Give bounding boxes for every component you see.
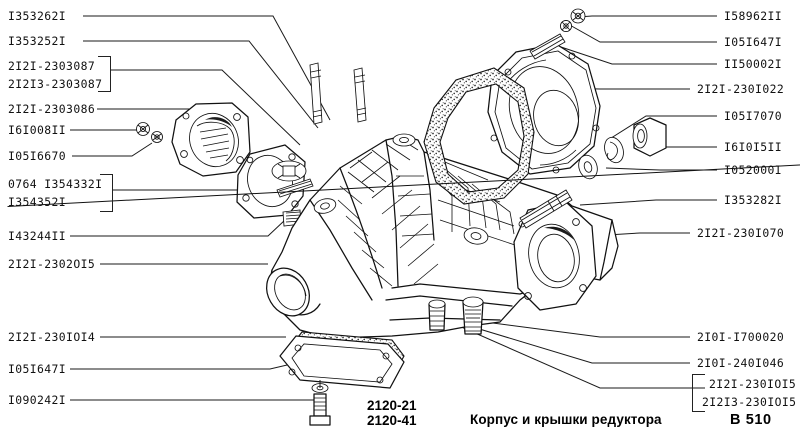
part-label-I353282I: I353282I [724, 193, 783, 207]
stud-bolt-vertical-1 [309, 62, 323, 125]
part-label-I353252I: I353252I [8, 34, 67, 48]
part-label-2I2I-230IOI5: 2I2I-230IOI5 [709, 377, 797, 391]
part-label-I05I647I-left: I05I647I [8, 362, 67, 376]
part-label-I05I6670: I05I6670 [8, 149, 67, 163]
part-label-2I0I-I700020: 2I0I-I700020 [697, 330, 785, 344]
axle-flange-part [513, 201, 597, 311]
part-label-II50002I: II50002I [724, 57, 783, 71]
part-label-I05I7070: I05I7070 [724, 109, 783, 123]
part-label-2I0I-240I046: 2I0I-240I046 [697, 356, 785, 370]
group-bracket-I354352I [100, 174, 113, 212]
part-label-I05I647I-right: I05I647I [724, 35, 783, 49]
stud-bolt-vertical-2 [353, 67, 367, 123]
part-label-2I2I-2303087: 2I2I-2303087 [8, 59, 96, 73]
bottom-cover-part [279, 335, 405, 389]
stud-bolt-top-right-part [529, 33, 566, 60]
mounting-boss-group [313, 133, 489, 245]
part-label-2I2I-2303086: 2I2I-2303086 [8, 102, 96, 116]
seal-carrier-part [171, 102, 251, 177]
part-label-I090242I: I090242I [8, 393, 67, 407]
part-label-I6I0I5II: I6I0I5II [724, 140, 783, 154]
diagram-caption: Корпус и крышки редуктора [470, 412, 662, 427]
housing-drawing [136, 8, 667, 426]
sheet-number: B 510 [730, 412, 772, 428]
nut-symbol-part [271, 160, 307, 182]
model-number-line-1: 2120-21 [367, 398, 417, 413]
model-number-line-2: 2120-41 [367, 413, 417, 428]
washer-top-right-part [559, 19, 573, 33]
part-label-2I2I-230IOI4: 2I2I-230IOI4 [8, 330, 96, 344]
part-label-I58962II: I58962II [724, 9, 783, 23]
group-bracket-230IOI5 [692, 374, 705, 412]
part-label-2I2I3-230IOI5: 2I2I3-230IOI5 [702, 395, 797, 409]
part-label-0764-I354332I: 0764 I354332I [8, 178, 800, 191]
nut-top-right-part [570, 8, 586, 24]
part-label-2I2I-2302OI5: 2I2I-2302OI5 [8, 257, 96, 271]
part-label-2I2I-230I022: 2I2I-230I022 [697, 82, 785, 96]
part-label-I6I008II: I6I008II [8, 123, 67, 137]
rear-cover-part [487, 43, 601, 175]
stud-bolt-right-part [519, 189, 573, 229]
hex-nut-right-part [632, 117, 667, 157]
part-label-I052000I: I052000I [724, 163, 783, 177]
lock-washer-right-part [604, 136, 624, 164]
filler-plug-part [462, 296, 484, 335]
part-label-I43244II: I43244II [8, 229, 67, 243]
nut-left-part [151, 131, 163, 143]
group-bracket-2303087 [98, 56, 111, 92]
bottom-bolt-part [309, 383, 331, 426]
cover-gasket-part [423, 67, 535, 205]
part-label-2I2I-230I070: 2I2I-230I070 [697, 226, 785, 240]
part-label-I353262I: I353262I [8, 9, 67, 23]
part-label-I354352I: I354352I [8, 195, 67, 209]
drain-plug-part [428, 299, 446, 331]
washer-left-part [136, 122, 150, 136]
part-label-2I2I3-2303087: 2I2I3-2303087 [8, 77, 103, 91]
plain-washer-right-part [578, 154, 598, 180]
